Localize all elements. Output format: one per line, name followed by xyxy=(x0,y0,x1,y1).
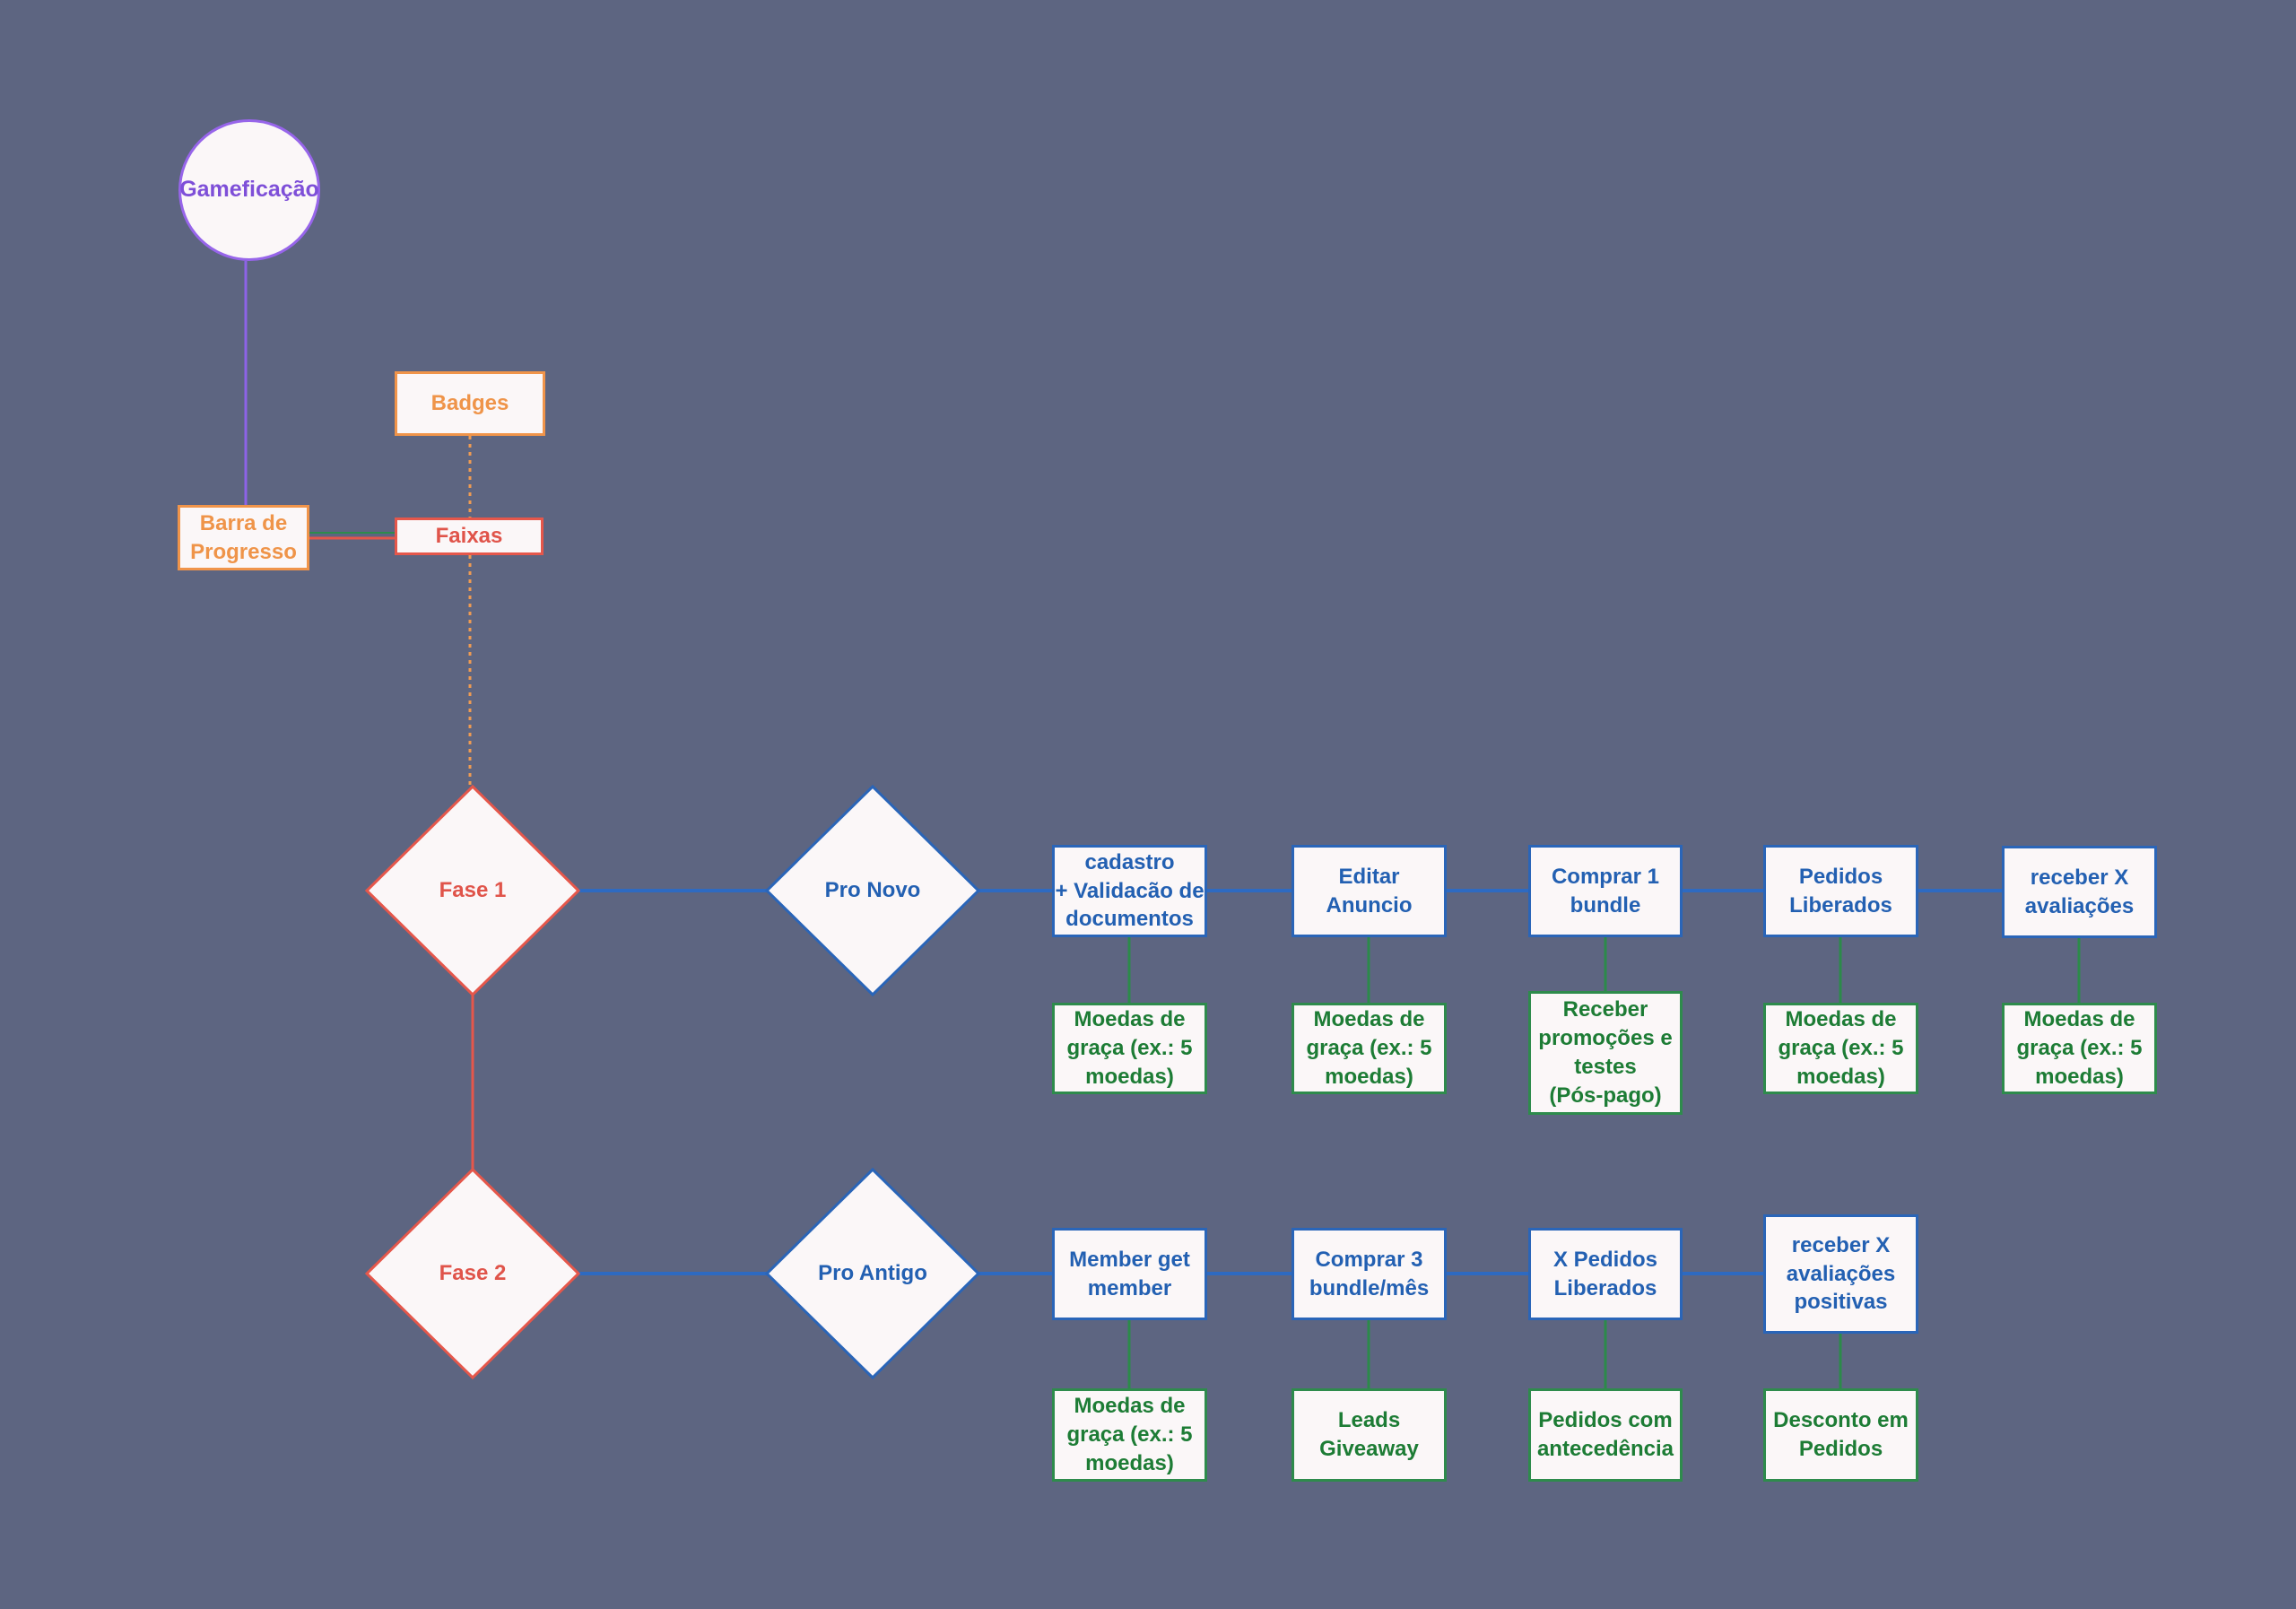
reward-label: Pedidos com antecedência xyxy=(1536,1408,1674,1461)
diamond-shape xyxy=(767,787,978,995)
reward-label: Moedas de graça (ex.: 5 moedas) xyxy=(2016,1007,2143,1089)
node-progress-bar-label: Barra de Progresso xyxy=(190,510,297,564)
reward-label: Moedas de graça (ex.: 5 moedas) xyxy=(1306,1007,1432,1089)
node-reward-promocoes-testes[interactable]: Receber promoções e testes (Pós-pago) xyxy=(1528,991,1683,1115)
node-gamification-label: Gameficação xyxy=(179,177,319,203)
node-gamification[interactable]: Gameficação xyxy=(178,119,320,261)
node-reward-moedas-3[interactable]: Moedas de graça (ex.: 5 moedas) xyxy=(1763,1003,1918,1094)
step-label: Editar Anuncio xyxy=(1326,864,1413,918)
step-label: Pedidos Liberados xyxy=(1789,864,1892,918)
diamond-shape xyxy=(767,1170,978,1378)
step-label: Comprar 1 bundle xyxy=(1551,864,1660,918)
reward-label: Leads Giveaway xyxy=(1319,1408,1419,1461)
node-reward-leads-giveaway[interactable]: Leads Giveaway xyxy=(1292,1388,1447,1482)
node-step-editar-anuncio[interactable]: Editar Anuncio xyxy=(1292,845,1447,937)
reward-label: Moedas de graça (ex.: 5 moedas) xyxy=(1066,1007,1193,1089)
node-badges-label: Badges xyxy=(430,391,509,416)
step-label: Comprar 3 bundle/mês xyxy=(1309,1247,1430,1300)
node-step-comprar-1-bundle[interactable]: Comprar 1 bundle xyxy=(1528,845,1683,937)
node-reward-desconto-pedidos[interactable]: Desconto em Pedidos xyxy=(1763,1388,1918,1482)
reward-label: Moedas de graça (ex.: 5 moedas) xyxy=(1778,1007,1904,1089)
node-step-receber-avaliacoes-positivas[interactable]: receber X avaliações positivas xyxy=(1763,1214,1918,1334)
node-reward-pedidos-antecedencia[interactable]: Pedidos com antecedência xyxy=(1528,1388,1683,1482)
step-label: X Pedidos Liberados xyxy=(1552,1247,1658,1300)
node-pro-antigo-label: Pro Antigo xyxy=(818,1261,927,1286)
node-step-member-get-member[interactable]: Member get member xyxy=(1052,1228,1207,1320)
node-pro-novo-label: Pro Novo xyxy=(824,878,921,903)
node-pro-antigo[interactable]: Pro Antigo xyxy=(767,1170,978,1378)
step-label: Member get member xyxy=(1069,1247,1190,1300)
node-faixas[interactable]: Faixas xyxy=(395,517,544,555)
node-step-x-pedidos-liberados[interactable]: X Pedidos Liberados xyxy=(1528,1228,1683,1320)
step-label: receber X avaliações positivas xyxy=(1786,1232,1896,1315)
node-step-receber-avaliacoes[interactable]: receber X avaliações xyxy=(2002,846,2157,938)
node-progress-bar[interactable]: Barra de Progresso xyxy=(178,505,309,570)
node-reward-moedas-1[interactable]: Moedas de graça (ex.: 5 moedas) xyxy=(1052,1003,1207,1094)
node-step-comprar-3-bundle[interactable]: Comprar 3 bundle/mês xyxy=(1292,1228,1447,1320)
reward-label: Receber promoções e testes (Pós-pago) xyxy=(1538,997,1673,1108)
node-step-cadastro-validacao[interactable]: cadastro + Validacão de documentos xyxy=(1052,845,1207,937)
diamond-shape xyxy=(367,787,578,995)
reward-label: Moedas de graça (ex.: 5 moedas) xyxy=(1066,1394,1193,1475)
reward-label: Desconto em Pedidos xyxy=(1773,1408,1909,1461)
node-reward-moedas-2[interactable]: Moedas de graça (ex.: 5 moedas) xyxy=(1292,1003,1447,1094)
node-reward-moedas-4[interactable]: Moedas de graça (ex.: 5 moedas) xyxy=(2002,1003,2157,1094)
step-label: receber X avaliações xyxy=(2024,865,2135,918)
node-fase2-label: Fase 2 xyxy=(439,1261,507,1286)
node-fase1[interactable]: Fase 1 xyxy=(367,787,578,995)
node-reward-moedas-5[interactable]: Moedas de graça (ex.: 5 moedas) xyxy=(1052,1388,1207,1482)
step-label: cadastro + Validacão de documentos xyxy=(1055,849,1205,932)
node-badges[interactable]: Badges xyxy=(395,371,545,436)
node-fase2[interactable]: Fase 2 xyxy=(367,1170,578,1378)
node-fase1-label: Fase 1 xyxy=(439,878,507,903)
node-pro-novo[interactable]: Pro Novo xyxy=(767,787,978,995)
node-step-pedidos-liberados[interactable]: Pedidos Liberados xyxy=(1763,845,1918,937)
node-faixas-label: Faixas xyxy=(435,524,503,549)
diamond-shape xyxy=(367,1170,578,1378)
